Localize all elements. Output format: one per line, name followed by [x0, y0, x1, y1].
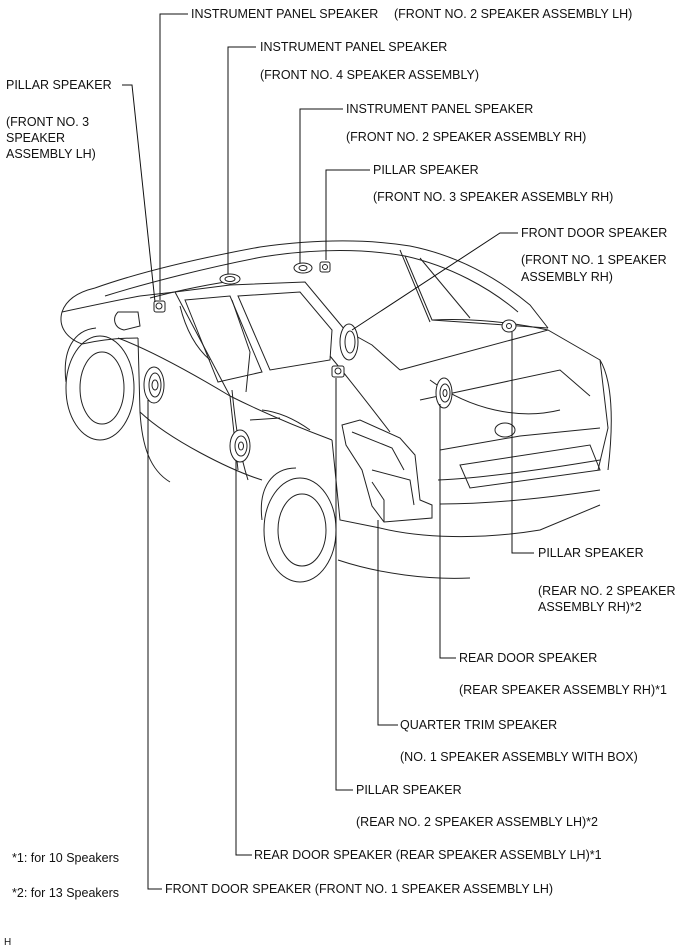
leader-ip-center	[227, 46, 256, 274]
label-ip-center-name: INSTRUMENT PANEL SPEAKER	[260, 40, 448, 54]
footnote-2: *2: for 13 Speakers	[12, 886, 120, 900]
leader-pillar-rear-rh	[511, 332, 534, 554]
label-ip-center-part: (FRONT NO. 4 SPEAKER ASSEMBLY)	[260, 68, 480, 82]
label-pillar-front-rh-name: PILLAR SPEAKER	[373, 163, 479, 177]
front-door-speaker-rh-shape	[339, 323, 359, 361]
leader-ip-rh	[299, 108, 343, 263]
leader-ip-lh	[159, 13, 188, 300]
leader-pillar-front-rh	[325, 169, 370, 260]
label-front-door-lh: FRONT DOOR SPEAKER (FRONT NO. 1 SPEAKER …	[165, 882, 554, 896]
label-pillar-front-rh-part: (FRONT NO. 3 SPEAKER ASSEMBLY RH)	[373, 190, 614, 204]
leader-rear-door-rh	[439, 404, 456, 659]
car-illustration	[60, 240, 612, 583]
leader-lines	[122, 13, 534, 890]
label-rear-door-lh: REAR DOOR SPEAKER (REAR SPEAKER ASSEMBLY…	[254, 848, 602, 862]
leader-front-door-lh	[147, 400, 162, 890]
label-pillar-rear-lh-part: (REAR NO. 2 SPEAKER ASSEMBLY LH)*2	[356, 815, 598, 829]
leader-pillar-rear-lh	[335, 378, 353, 791]
ip-speaker-center-shape	[219, 273, 241, 285]
label-ip-rh-part: (FRONT NO. 2 SPEAKER ASSEMBLY RH)	[346, 130, 587, 144]
rear-door-speaker-rh-shape	[435, 377, 453, 409]
label-rear-door-rh-name: REAR DOOR SPEAKER	[459, 651, 598, 665]
label-ip-rh-name: INSTRUMENT PANEL SPEAKER	[346, 102, 534, 116]
label-pillar-front-lh-name: PILLAR SPEAKER	[6, 78, 112, 92]
speaker-illustrations	[143, 261, 517, 523]
pillar-speaker-rh-shape	[319, 261, 331, 273]
label-pillar-front-lh-part: (FRONT NO. 3 SPEAKER ASSEMBLY LH)	[6, 115, 96, 161]
label-ip-lh-name: INSTRUMENT PANEL SPEAKER	[191, 7, 379, 21]
rear-door-speaker-lh-shape	[229, 429, 251, 463]
pillar-speaker-lh-shape	[153, 300, 166, 313]
leader-quarter-trim	[377, 520, 398, 726]
front-door-speaker-lh-shape	[143, 366, 165, 404]
leader-pillar-front-lh	[122, 84, 156, 303]
corner-mark: H	[4, 937, 12, 948]
label-rear-door-rh-part: (REAR SPEAKER ASSEMBLY RH)*1	[459, 683, 667, 697]
leader-front-door-rh	[351, 232, 518, 331]
pillar-speaker-rear-rh-shape	[501, 319, 517, 333]
label-front-door-rh-part: (FRONT NO. 1 SPEAKER ASSEMBLY RH)	[521, 253, 667, 284]
label-pillar-rear-rh-name: PILLAR SPEAKER	[538, 546, 644, 560]
label-pillar-rear-lh-name: PILLAR SPEAKER	[356, 783, 462, 797]
label-front-door-rh-name: FRONT DOOR SPEAKER	[521, 226, 668, 240]
label-quarter-trim-part: (NO. 1 SPEAKER ASSEMBLY WITH BOX)	[400, 750, 638, 764]
label-ip-lh-part: (FRONT NO. 2 SPEAKER ASSEMBLY LH)	[394, 7, 633, 21]
label-quarter-trim-name: QUARTER TRIM SPEAKER	[400, 718, 558, 732]
ip-speaker-rh-shape	[293, 262, 313, 274]
footnote-1: *1: for 10 Speakers	[12, 851, 120, 865]
pillar-speaker-rear-lh-shape	[331, 365, 345, 378]
label-pillar-rear-rh-part: (REAR NO. 2 SPEAKER ASSEMBLY RH)*2	[538, 584, 676, 614]
leader-rear-door-lh	[235, 460, 252, 856]
quarter-trim-speaker-box-shape	[341, 419, 433, 523]
